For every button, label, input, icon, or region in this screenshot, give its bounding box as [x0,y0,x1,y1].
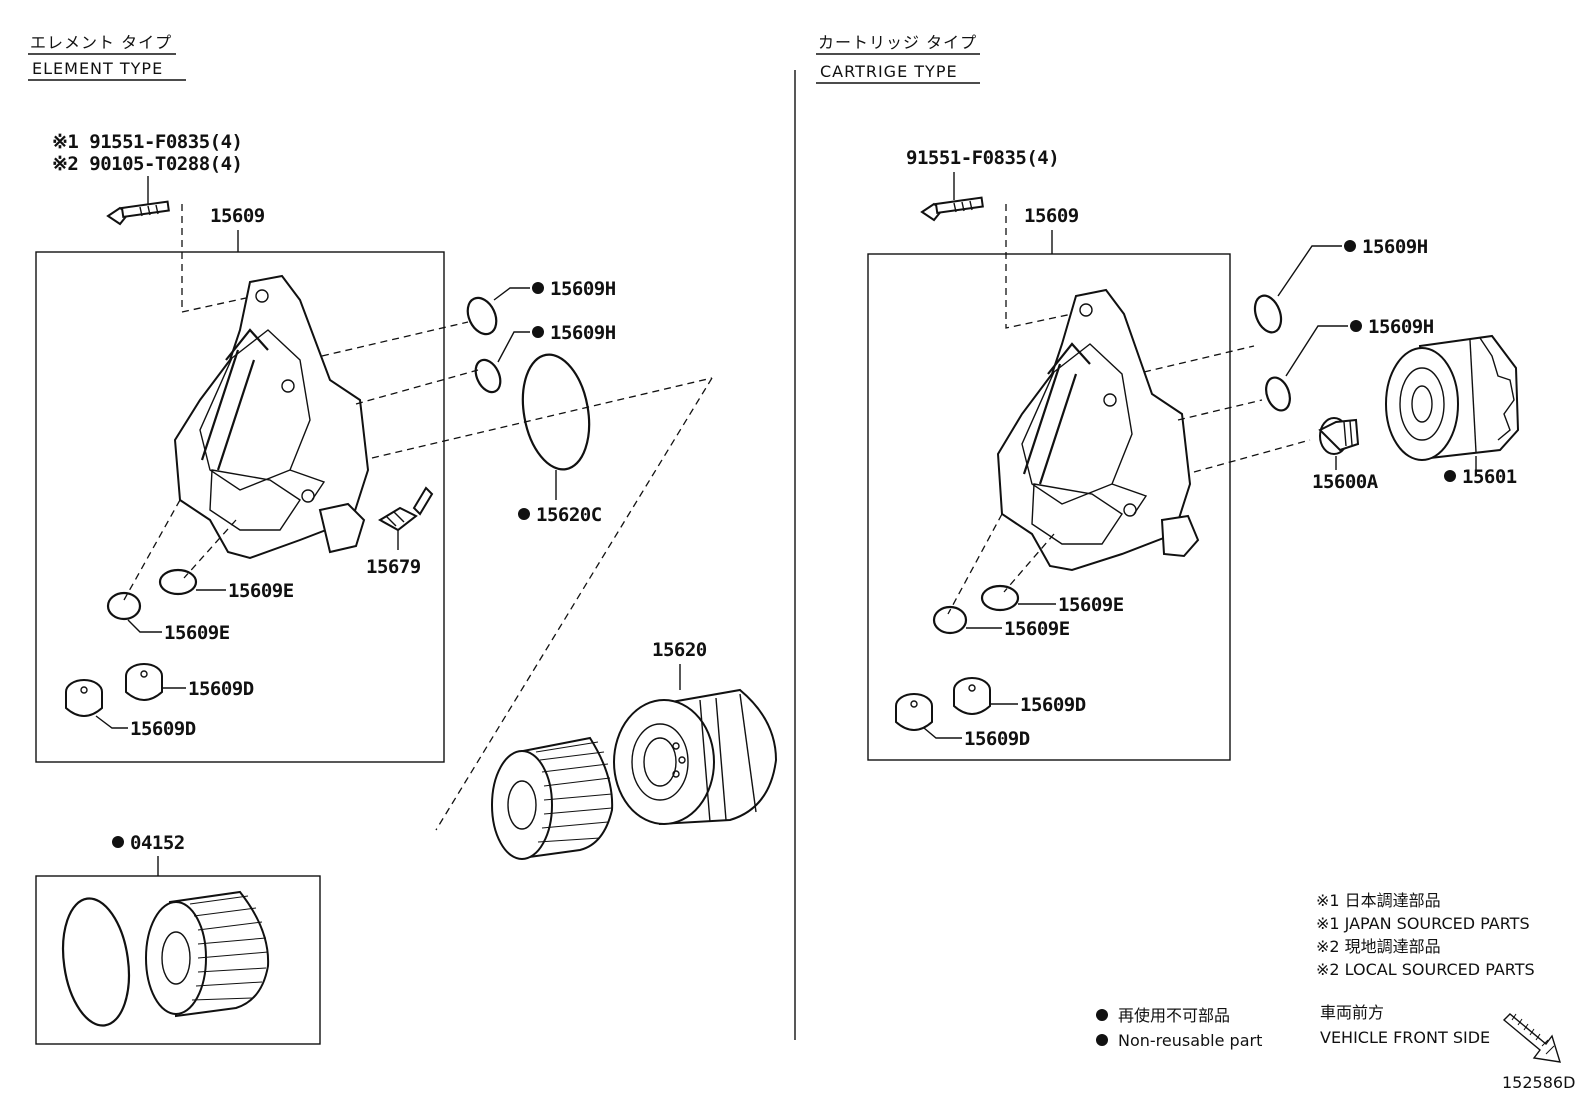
label-oring-e: 15609E [1058,594,1124,616]
header-element-jp: エレメント タイプ [30,33,172,52]
diagram-id: 152586D [1502,1073,1575,1092]
leader-dashed [947,513,1003,615]
oil-filter-cartridge-icon [1385,334,1520,461]
drain-plug-icon [65,679,103,717]
bolt-icon [920,196,984,222]
label-housing: 15609 [210,205,265,227]
header-element-en: ELEMENT TYPE [32,59,163,78]
note-japan-sourced-en: ※1 JAPAN SOURCED PARTS [1316,914,1530,933]
label-oring-h: 15609H [1362,236,1428,258]
leader-line [497,331,530,363]
o-ring-icon [1265,376,1291,412]
leader-line [1277,245,1342,297]
label-cap-assy: 15620 [652,639,707,661]
label-oring-e: 15609E [164,622,230,644]
label-plug-d: 15609D [964,728,1030,750]
nonreusable-dot-icon [518,508,530,520]
label-housing: 15609 [1024,205,1079,227]
o-ring-icon [932,605,968,635]
label-bolt: 91551-F0835(4) [906,147,1059,169]
nonreusable-dot-icon [1444,470,1456,482]
label-plug-d: 15609D [130,718,196,740]
label-plug-d: 15609D [1020,694,1086,716]
gasket-icon [61,897,131,1027]
leader-line [95,715,128,729]
leader-dashed [435,377,713,831]
label-bolt-note-1: ※1 91551-F0835(4) [52,131,242,153]
filter-cap-icon [613,688,778,826]
legend-nonreusable-jp: 再使用不可部品 [1118,1006,1230,1025]
nonreusable-dot-icon [532,282,544,294]
leader-dashed [183,519,237,579]
oil-filter-housing-icon [173,274,370,560]
drain-plug-icon [895,693,933,731]
header-cartridge-en: CARTRIGE TYPE [820,62,958,81]
o-ring-icon [158,568,198,596]
label-bolt-note-2: ※2 90105-T0288(4) [52,153,242,175]
bolt-icon [106,176,170,226]
leader-line [1285,325,1348,377]
label-oring-e: 15609E [228,580,294,602]
drain-plug-icon [125,663,163,701]
housing-box [35,251,445,763]
o-ring-icon [474,358,502,394]
nonreusable-dot-icon [112,836,124,848]
label-oring-e: 15609E [1004,618,1070,640]
header-cartridge-jp: カートリッジ タイプ [818,33,977,52]
label-union: 15600A [1312,471,1379,493]
valve-icon [378,486,434,532]
filter-element-icon [491,736,614,860]
nonreusable-dot-icon [532,326,544,338]
leader-dashed [355,369,479,405]
legend-nonreusable-en: Non-reusable part [1118,1031,1262,1050]
element-kit-box [35,875,321,1045]
nonreusable-dot-icon [1350,320,1362,332]
filter-element-icon [145,890,270,1018]
label-oring-h: 15609H [550,322,616,344]
leader-dashed [1003,533,1055,593]
o-ring-icon [1253,294,1283,334]
o-ring-icon [980,584,1020,612]
vehicle-front-arrow-icon [1502,1013,1561,1063]
note-local-sourced-jp: ※2 現地調達部品 [1316,937,1441,956]
union-bolt-icon [1318,417,1360,455]
leader-line [493,287,530,301]
leader-dashed [371,377,713,459]
drain-plug-icon [953,677,991,715]
note-local-sourced-en: ※2 LOCAL SOURCED PARTS [1316,960,1535,979]
leader-line [127,619,162,633]
leader-line [923,727,962,739]
label-element-kit: 04152 [130,832,185,854]
legend-front-jp: 車両前方 [1320,1003,1384,1022]
nonreusable-dot-icon [1096,1034,1108,1046]
label-oring-h: 15609H [1368,316,1434,338]
housing-box [867,253,1231,761]
leader-dashed [1005,204,1073,329]
o-ring-icon [466,296,498,336]
gasket-icon [521,353,591,471]
oil-filter-housing-icon [996,288,1200,572]
leader-dashed [1143,345,1255,373]
legend-front-en: VEHICLE FRONT SIDE [1320,1028,1490,1047]
leader-dashed [181,204,247,313]
label-gasket-c: 15620C [536,504,602,526]
label-oring-h: 15609H [550,278,616,300]
label-valve: 15679 [366,556,421,578]
label-filter: 15601 [1462,466,1517,488]
nonreusable-dot-icon [1344,240,1356,252]
leader-dashed [1193,439,1311,473]
leader-dashed [123,499,181,601]
o-ring-icon [106,591,142,621]
nonreusable-dot-icon [1096,1009,1108,1021]
leader-dashed [321,321,469,357]
label-plug-d: 15609D [188,678,254,700]
leader-dashed [1177,399,1263,421]
note-japan-sourced-jp: ※1 日本調達部品 [1316,891,1441,910]
